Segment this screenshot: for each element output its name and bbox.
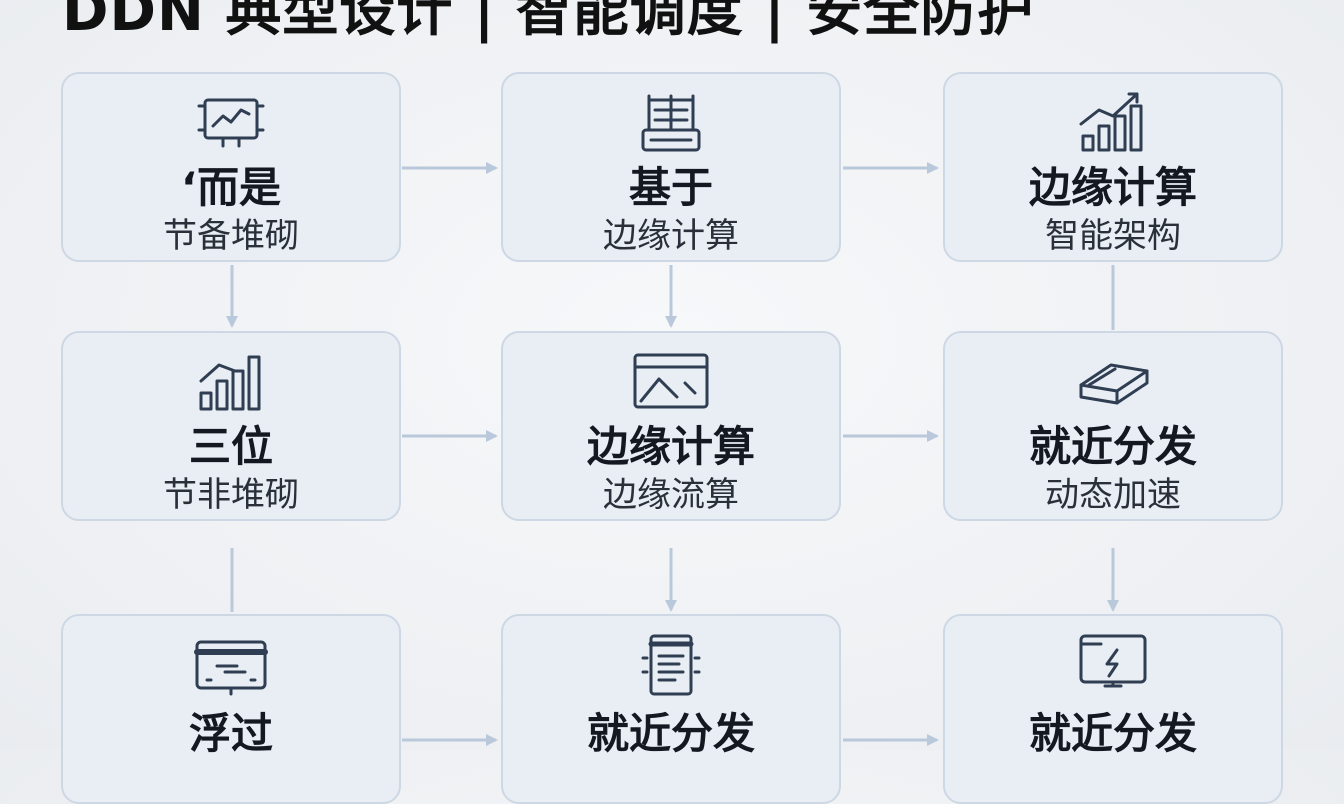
flow-card-9: 就近分发 <box>943 614 1283 804</box>
flow-card-1: ‘而是 节备堆砌 <box>61 72 401 262</box>
flow-card-8: 就近分发 <box>501 614 841 804</box>
card-subtitle: 边缘流算 <box>603 475 739 515</box>
flow-card-4: 三位 节非堆砌 <box>61 331 401 521</box>
diagram-title: DDN 典型设计 | 智能调度 | 安全防护 <box>62 0 1035 44</box>
flow-card-2: 基于 边缘计算 <box>501 72 841 262</box>
lightning-monitor-icon <box>1071 628 1155 700</box>
card-title: 就近分发 <box>1028 422 1197 471</box>
flow-card-3: 边缘计算 智能架构 <box>943 72 1283 262</box>
growth-bar-chart-icon <box>1071 86 1155 158</box>
chart-window-icon <box>189 86 273 158</box>
card-title: 基于 <box>628 163 713 212</box>
card-title: 边缘计算 <box>1028 163 1197 212</box>
transfer-window-icon <box>189 628 273 700</box>
flow-card-5: 边缘计算 边缘流算 <box>501 331 841 521</box>
card-subtitle: 节备堆砌 <box>163 216 299 256</box>
connector-layer <box>226 162 1119 746</box>
card-title: ‘而是 <box>181 163 281 212</box>
card-subtitle: 节非堆砌 <box>163 475 299 515</box>
monitor-line-icon <box>629 345 713 417</box>
document-icon <box>629 628 713 700</box>
flow-card-7: 浮过 <box>61 614 401 804</box>
card-title: 就近分发 <box>1028 709 1197 758</box>
card-subtitle: 智能架构 <box>1045 216 1181 256</box>
card-title: 三位 <box>188 422 273 471</box>
flow-card-6: 就近分发 动态加速 <box>943 331 1283 521</box>
card-title: 浮过 <box>188 709 273 758</box>
storage-box-icon <box>1071 345 1155 417</box>
server-rack-icon <box>629 86 713 158</box>
card-subtitle: 动态加速 <box>1045 475 1181 515</box>
card-title: 边缘计算 <box>586 422 755 471</box>
card-title: 就近分发 <box>586 709 755 758</box>
bar-chart-icon <box>189 345 273 417</box>
card-subtitle: 边缘计算 <box>603 216 739 256</box>
